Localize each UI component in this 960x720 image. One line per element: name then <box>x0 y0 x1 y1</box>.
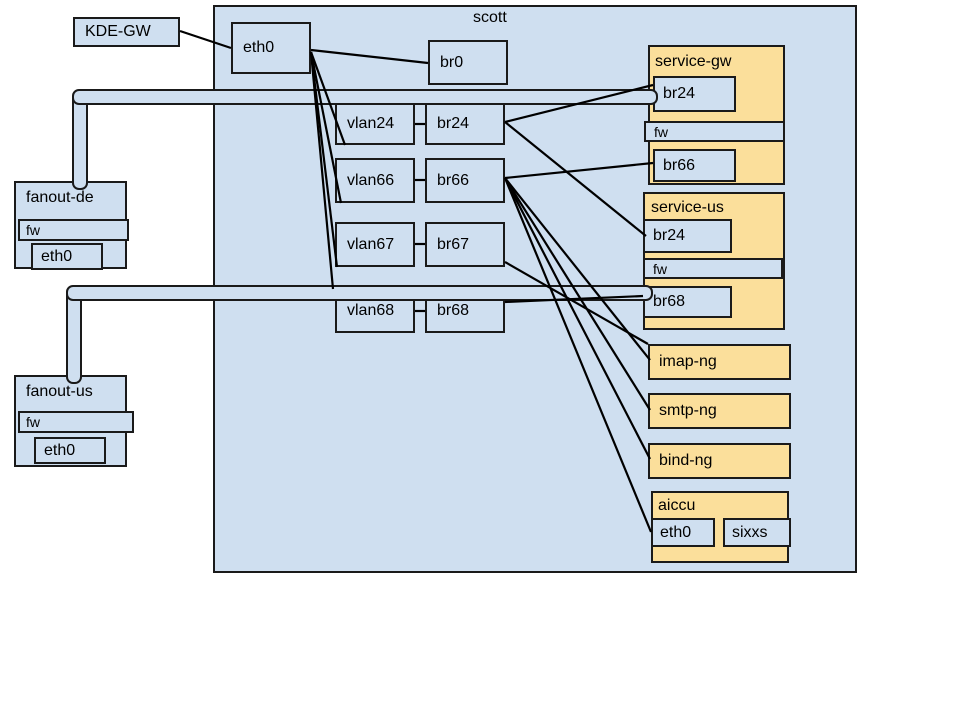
node-kde-gw[interactable]: KDE-GW <box>73 17 180 47</box>
node-scott-eth0-label: eth0 <box>243 39 275 56</box>
node-aiccu-eth0-label: eth0 <box>660 523 692 541</box>
guest-imap-ng-title: imap-ng <box>659 353 717 370</box>
pipe-fanout-us-horizontal <box>66 285 653 301</box>
node-aiccu-sixxs-label: sixxs <box>732 523 768 541</box>
node-service-gw-fw[interactable]: fw <box>644 121 785 142</box>
node-scott-br0-label: br0 <box>440 53 464 71</box>
node-service-us-br24[interactable]: br24 <box>643 219 732 253</box>
node-vlan24[interactable]: vlan24 <box>335 103 415 145</box>
guest-smtp-ng-title: smtp-ng <box>659 402 717 419</box>
node-vlan66[interactable]: vlan66 <box>335 158 415 203</box>
node-service-us-br24-label: br24 <box>653 227 686 244</box>
node-fanout-de-fw[interactable]: fw <box>18 219 129 241</box>
node-fanout-de-eth0[interactable]: eth0 <box>31 243 103 270</box>
node-service-us-fw[interactable]: fw <box>643 258 783 279</box>
guest-imap-ng[interactable]: imap-ng <box>648 344 791 380</box>
guest-service-gw-title: service-gw <box>655 53 732 70</box>
host-title-scott: scott <box>473 9 507 26</box>
node-fanout-us-fw-label: fw <box>26 414 40 430</box>
node-br24[interactable]: br24 <box>425 103 505 145</box>
node-br67[interactable]: br67 <box>425 222 505 267</box>
pipe-fanout-de-horizontal <box>72 89 658 105</box>
node-vlan67-label: vlan67 <box>347 235 395 253</box>
node-fanout-us-label: fanout-us <box>26 383 93 400</box>
node-aiccu-sixxs[interactable]: sixxs <box>723 518 791 547</box>
node-fanout-us-eth0[interactable]: eth0 <box>34 437 106 464</box>
node-service-gw-br66[interactable]: br66 <box>653 149 736 182</box>
guest-bind-ng[interactable]: bind-ng <box>648 443 791 479</box>
node-fanout-us-eth0-label: eth0 <box>44 441 76 459</box>
node-service-us-br68[interactable]: br68 <box>643 286 732 318</box>
node-scott-eth0[interactable]: eth0 <box>231 22 311 74</box>
node-fanout-de-fw-label: fw <box>26 222 40 238</box>
node-br24-label: br24 <box>437 115 470 132</box>
pipe-fanout-de-vertical <box>72 92 88 190</box>
node-service-gw-br66-label: br66 <box>663 156 696 174</box>
node-vlan68-label: vlan68 <box>347 302 395 319</box>
node-service-gw-br24[interactable]: br24 <box>653 76 736 112</box>
node-service-gw-fw-label: fw <box>654 123 668 140</box>
node-br66-label: br66 <box>437 171 470 189</box>
guest-service-us-title: service-us <box>651 199 724 216</box>
node-scott-br0[interactable]: br0 <box>428 40 508 85</box>
node-fanout-de-label: fanout-de <box>26 189 94 206</box>
node-service-us-br68-label: br68 <box>653 293 686 310</box>
node-vlan66-label: vlan66 <box>347 171 395 189</box>
node-vlan24-label: vlan24 <box>347 115 395 132</box>
node-aiccu-eth0[interactable]: eth0 <box>651 518 715 547</box>
node-fanout-us-fw[interactable]: fw <box>18 411 134 433</box>
node-vlan67[interactable]: vlan67 <box>335 222 415 267</box>
node-fanout-de-eth0-label: eth0 <box>41 247 73 265</box>
node-br66[interactable]: br66 <box>425 158 505 203</box>
node-kde-gw-label: KDE-GW <box>85 23 151 40</box>
node-br68-label: br68 <box>437 302 470 319</box>
guest-smtp-ng[interactable]: smtp-ng <box>648 393 791 429</box>
node-br67-label: br67 <box>437 235 470 253</box>
guest-bind-ng-title: bind-ng <box>659 452 713 469</box>
guest-aiccu-title: aiccu <box>658 497 696 514</box>
node-service-us-fw-label: fw <box>653 260 667 277</box>
node-service-gw-br24-label: br24 <box>663 85 696 102</box>
